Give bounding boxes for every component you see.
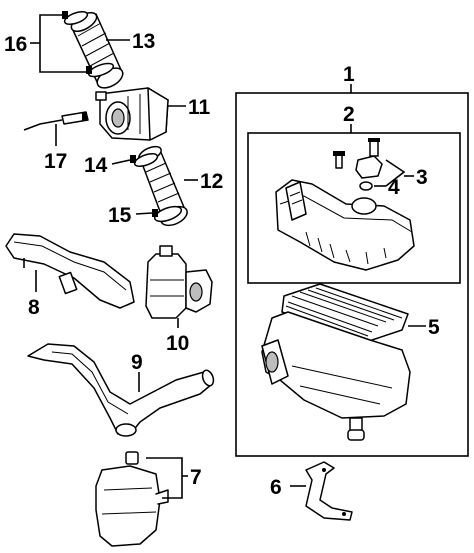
screw xyxy=(333,151,345,169)
bracket-part-6 xyxy=(305,461,353,521)
reservoir-7 xyxy=(95,451,169,547)
callout-17: 17 xyxy=(44,150,67,173)
bracket-3-4 xyxy=(385,159,406,187)
cleaner-case xyxy=(261,311,411,441)
callout-11: 11 xyxy=(188,96,211,119)
leader-14 xyxy=(111,159,131,165)
hose-clamp-16-upper xyxy=(62,11,89,25)
filter-element-5 xyxy=(281,283,409,343)
callout-12: 12 xyxy=(200,170,223,193)
callout-1: 1 xyxy=(343,63,355,86)
resonator-11 xyxy=(95,87,169,141)
sensor-3 xyxy=(355,138,383,179)
callout-4: 4 xyxy=(388,176,400,199)
callout-3: 3 xyxy=(416,166,428,189)
callout-8: 8 xyxy=(28,296,40,319)
tube-17 xyxy=(23,111,89,131)
duct-8 xyxy=(5,233,135,309)
duct-9 xyxy=(27,343,215,437)
resonator-10 xyxy=(145,245,213,319)
callout-14: 14 xyxy=(84,154,108,177)
callout-15: 15 xyxy=(108,204,132,227)
callout-10: 10 xyxy=(166,332,189,355)
hose-clamp-15 xyxy=(152,205,183,223)
callout-7: 7 xyxy=(190,466,202,489)
callout-16: 16 xyxy=(4,33,27,56)
assembly-frame-2 xyxy=(247,132,461,284)
assembly-frame-1 xyxy=(235,92,469,457)
cleaner-cap xyxy=(275,179,415,271)
callout-9: 9 xyxy=(131,351,143,374)
bracket-7 xyxy=(146,457,183,499)
callout-5: 5 xyxy=(428,316,440,339)
o-ring-4 xyxy=(359,181,373,191)
callout-13: 13 xyxy=(132,30,155,53)
hose-clamp-16-lower xyxy=(86,62,115,78)
leader-15 xyxy=(135,212,153,215)
hose-clamp-14 xyxy=(130,153,159,167)
callout-6: 6 xyxy=(270,476,282,499)
callout-2: 2 xyxy=(343,103,355,126)
